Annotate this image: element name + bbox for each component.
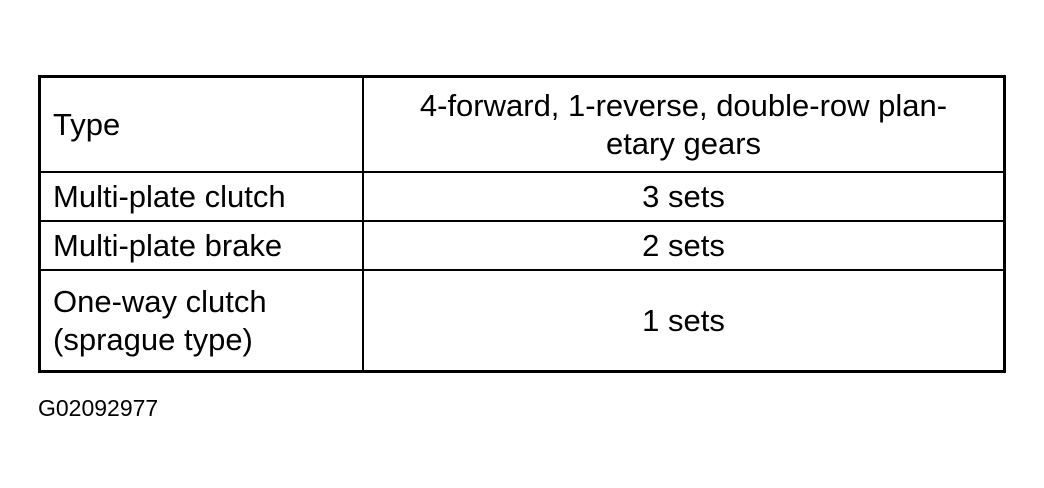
figure-id: G02092977 [38,395,159,421]
table-row-one-way-clutch: One-way clutch (sprague type) 1 sets [38,269,1006,373]
table-row-multi-plate-clutch: Multi-plate clutch 3 sets [38,171,1006,222]
row-label-multi-plate-brake: Multi-plate brake [38,220,364,271]
table-row-multi-plate-brake: Multi-plate brake 2 sets [38,220,1006,271]
row-label-type: Type [38,75,364,173]
row-value-multi-plate-brake: 2 sets [362,220,1006,271]
row-label-one-way-clutch: One-way clutch (sprague type) [38,269,364,373]
row-value-one-way-clutch: 1 sets [362,269,1006,373]
table-row-type: Type 4-forward, 1-reverse, double-row pl… [38,75,1006,173]
row-value-type: 4-forward, 1-reverse, double-row plan- e… [362,75,1006,173]
row-label-multi-plate-clutch: Multi-plate clutch [38,171,364,222]
row-value-multi-plate-clutch: 3 sets [362,171,1006,222]
spec-table: Type 4-forward, 1-reverse, double-row pl… [38,75,1006,373]
